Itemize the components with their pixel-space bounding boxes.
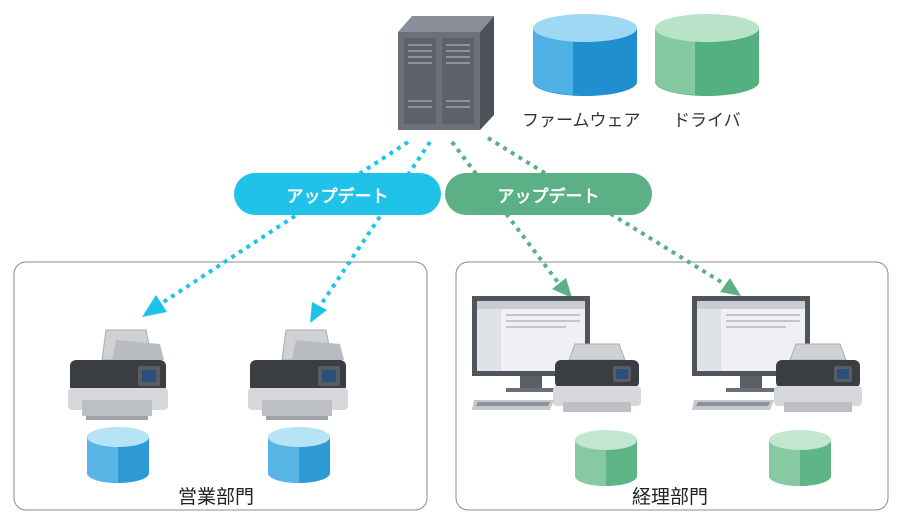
update-line-sales-2 bbox=[318, 140, 432, 308]
update-line-sales-1 bbox=[160, 140, 410, 305]
update-pill-accounting: アップデート bbox=[445, 173, 652, 215]
document-scanner-icon bbox=[247, 329, 349, 421]
firmware-database-icon bbox=[533, 14, 637, 96]
arrowhead-accounting-2 bbox=[720, 278, 741, 296]
update-pill-sales: アップデート bbox=[234, 173, 441, 215]
arrowhead-sales-2 bbox=[310, 302, 327, 323]
accounting-department-label: 経理部門 bbox=[632, 486, 709, 508]
sales-department-box bbox=[13, 261, 428, 511]
driver-label: ドライバ bbox=[673, 111, 741, 131]
update-line-accounting-1 bbox=[450, 140, 562, 287]
document-scanner-icon bbox=[67, 329, 169, 421]
arrowhead-accounting-1 bbox=[552, 278, 572, 298]
database-cylinder-icon bbox=[87, 427, 149, 483]
update-line-accounting-2 bbox=[486, 136, 728, 287]
firmware-label: ファームウェア bbox=[522, 111, 641, 131]
arrowhead-sales-1 bbox=[142, 295, 167, 317]
accounting-department-box bbox=[455, 261, 889, 511]
database-cylinder-icon bbox=[575, 430, 637, 486]
database-cylinder-icon bbox=[268, 427, 330, 483]
driver-database-icon bbox=[655, 14, 759, 96]
sales-department-label: 営業部門 bbox=[178, 486, 255, 508]
server-tower-icon bbox=[398, 16, 494, 130]
database-cylinder-icon bbox=[769, 430, 831, 486]
